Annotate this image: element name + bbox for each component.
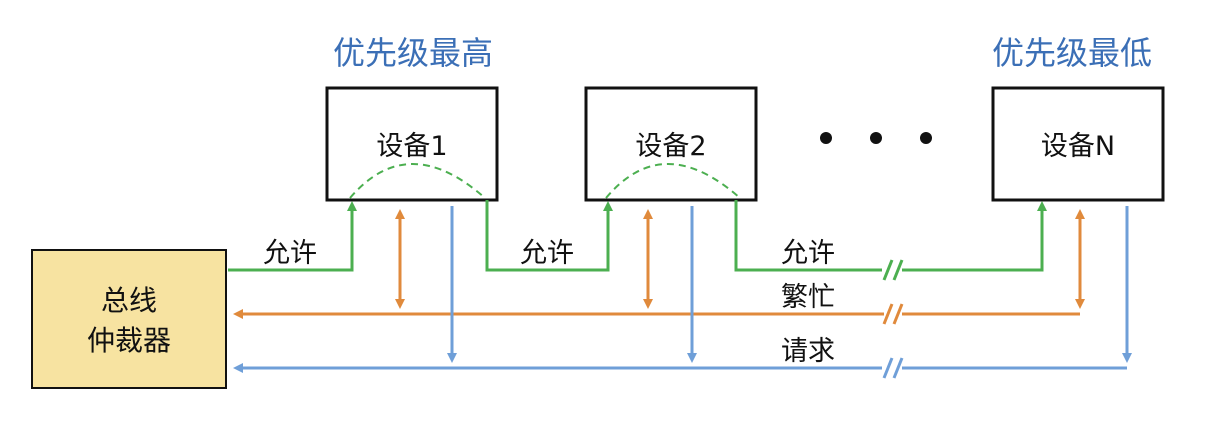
grant-break-mark xyxy=(882,259,904,281)
busy-line xyxy=(233,209,1085,319)
grant-line xyxy=(228,200,1047,272)
arbiter-label-line2: 仲裁器 xyxy=(87,324,171,357)
grant-label-3: 允许 xyxy=(781,238,835,269)
priority-low-title: 优先级最低 xyxy=(992,34,1152,72)
device-2: 设备2 xyxy=(584,86,758,202)
device-1: 设备1 xyxy=(325,86,499,202)
device-n-label: 设备N xyxy=(1041,131,1115,162)
device-1-label: 设备1 xyxy=(376,131,447,162)
busy-break-mark xyxy=(882,303,904,325)
ellipsis-dots xyxy=(820,132,932,144)
device-2-passthrough-curve xyxy=(605,163,741,199)
grant-label-2: 允许 xyxy=(520,238,574,269)
busy-label: 繁忙 xyxy=(781,282,835,313)
request-break-mark xyxy=(882,357,904,379)
arbiter-label-line1: 总线 xyxy=(101,284,157,317)
device-n: 设备N xyxy=(991,86,1165,202)
grant-label-1: 允许 xyxy=(263,238,317,269)
device-1-passthrough-curve xyxy=(349,163,486,199)
priority-high-title: 优先级最高 xyxy=(333,34,493,72)
request-label: 请求 xyxy=(781,336,835,367)
device-2-label: 设备2 xyxy=(635,131,706,162)
request-line xyxy=(233,206,1132,373)
bus-arbiter: 总线 仲裁器 xyxy=(31,249,227,389)
